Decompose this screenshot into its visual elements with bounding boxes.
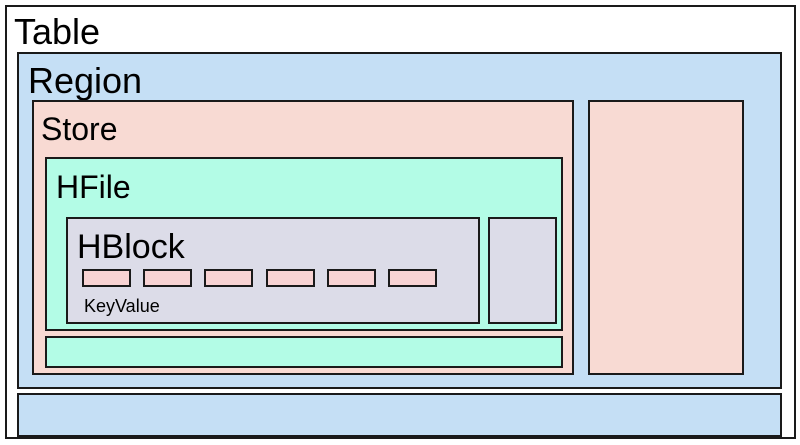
keyvalue-cell: [388, 269, 437, 287]
keyvalue-cell: [143, 269, 192, 287]
hblock-label: HBlock: [77, 228, 185, 266]
keyvalue-label: KeyValue: [84, 296, 160, 316]
table-label: Table: [14, 11, 101, 52]
keyvalue-cell: [327, 269, 376, 287]
store-container-secondary: [588, 100, 744, 375]
hfile-container-secondary: [45, 336, 563, 368]
hblock-container-secondary: [488, 217, 557, 324]
hfile-label: HFile: [56, 169, 131, 205]
keyvalue-cell: [82, 269, 131, 287]
keyvalue-cell: [266, 269, 315, 287]
region-container-secondary: [17, 393, 782, 437]
store-label: Store: [41, 111, 118, 147]
keyvalue-cell: [204, 269, 253, 287]
region-label: Region: [28, 60, 143, 101]
